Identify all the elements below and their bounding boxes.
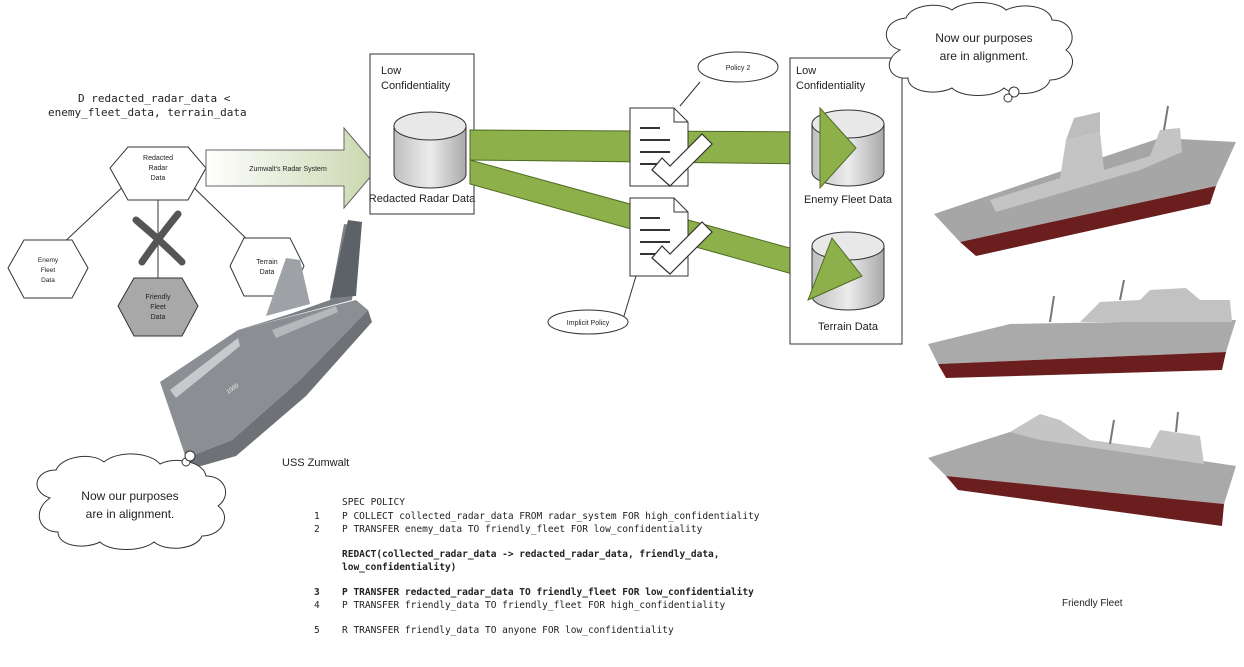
spec-redact-line-1: REDACT(collected_radar_data -> redacted_…	[342, 549, 720, 560]
spec-line-4: P TRANSFER friendly_data TO friendly_fle…	[342, 600, 726, 611]
radar-system-arrow	[205, 126, 379, 210]
hex-right-label-2: Data	[260, 269, 275, 276]
spec-policy-header: SPEC POLICY	[342, 497, 405, 508]
friendly-ship-2-image	[928, 279, 1236, 378]
hex-enemy-fleet-data	[7, 239, 89, 299]
hex-bottom-label-2: Fleet	[150, 304, 166, 311]
hex-top-label-3: Data	[151, 175, 166, 182]
spec-line-2-num: 2	[314, 524, 320, 535]
left-db-label: Redacted Radar Data	[369, 193, 476, 205]
implicit-policy-callout-label: Implicit Policy	[567, 320, 610, 327]
spec-line-3-num: 3	[314, 587, 320, 598]
right-db2-label: Terrain Data	[818, 321, 879, 333]
cloud-top-right-line2: are in alignment.	[940, 49, 1029, 63]
thought-cloud-top-right	[885, 2, 1073, 103]
hex-right-label-1: Terrain	[256, 259, 278, 266]
spec-line-1-num: 1	[314, 511, 320, 522]
spec-line-2: P TRANSFER enemy_data TO friendly_fleet …	[342, 524, 703, 535]
hex-top-label-2: Radar	[148, 165, 168, 172]
radar-system-arrow-label: Zumwalt's Radar System	[249, 166, 327, 173]
implicit-policy-document-icon	[629, 197, 713, 277]
right-box-title-line1: Low	[796, 65, 816, 77]
spec-line-1: P COLLECT collected_radar_data FROM rada…	[342, 511, 760, 522]
spec-line-3: P TRANSFER redacted_radar_data TO friend…	[342, 587, 754, 598]
friendly-ship-1-image	[934, 105, 1236, 256]
right-box-title-line2: Confidentiality	[796, 80, 866, 92]
left-box-title-line1: Low	[381, 65, 401, 77]
hex-left-label-2: Fleet	[41, 267, 56, 274]
hex-friendly-fleet-data	[117, 277, 199, 337]
spec-line-5-num: 5	[314, 625, 320, 636]
right-db1-label: Enemy Fleet Data	[804, 194, 893, 206]
hex-left-label-3: Data	[41, 277, 55, 284]
spec-line-4-num: 4	[314, 600, 320, 611]
cloud-bottom-left-line1: Now our purposes	[81, 489, 178, 503]
policy2-document-icon	[629, 107, 713, 187]
cross-mark-icon	[132, 210, 186, 266]
implicit-policy-callout	[547, 275, 637, 335]
hex-top-label-1: Redacted	[143, 155, 173, 162]
cloud-bottom-left-line2: are in alignment.	[86, 507, 175, 521]
spec-redact-line-2: low_confidentiality)	[342, 562, 457, 573]
cloud-top-right-line1: Now our purposes	[935, 31, 1032, 45]
hex-redacted-radar-data	[109, 146, 207, 201]
left-box-title-line2: Confidentiality	[381, 80, 451, 92]
uss-zumwalt-caption: USS Zumwalt	[282, 457, 350, 469]
hex-left-label-1: Enemy	[38, 257, 59, 264]
policy2-callout	[679, 51, 779, 107]
spec-line-5: R TRANSFER friendly_data TO anyone FOR l…	[342, 625, 674, 636]
policy2-callout-label: Policy 2	[726, 65, 751, 72]
lattice-formula-line2: enemy_fleet_data, terrain_data	[48, 106, 247, 119]
friendly-ship-3-image	[928, 411, 1236, 526]
hex-bottom-label-3: Data	[151, 314, 166, 321]
friendly-fleet-caption: Friendly Fleet	[1062, 598, 1123, 609]
lattice-formula-line1: D redacted_radar_data <	[78, 92, 231, 105]
hex-bottom-label-1: Friendly	[146, 294, 171, 301]
thought-cloud-bottom-left	[36, 450, 227, 550]
uss-zumwalt-ship-image: 1000	[160, 220, 372, 468]
redacted-radar-data-db-icon	[393, 111, 467, 189]
